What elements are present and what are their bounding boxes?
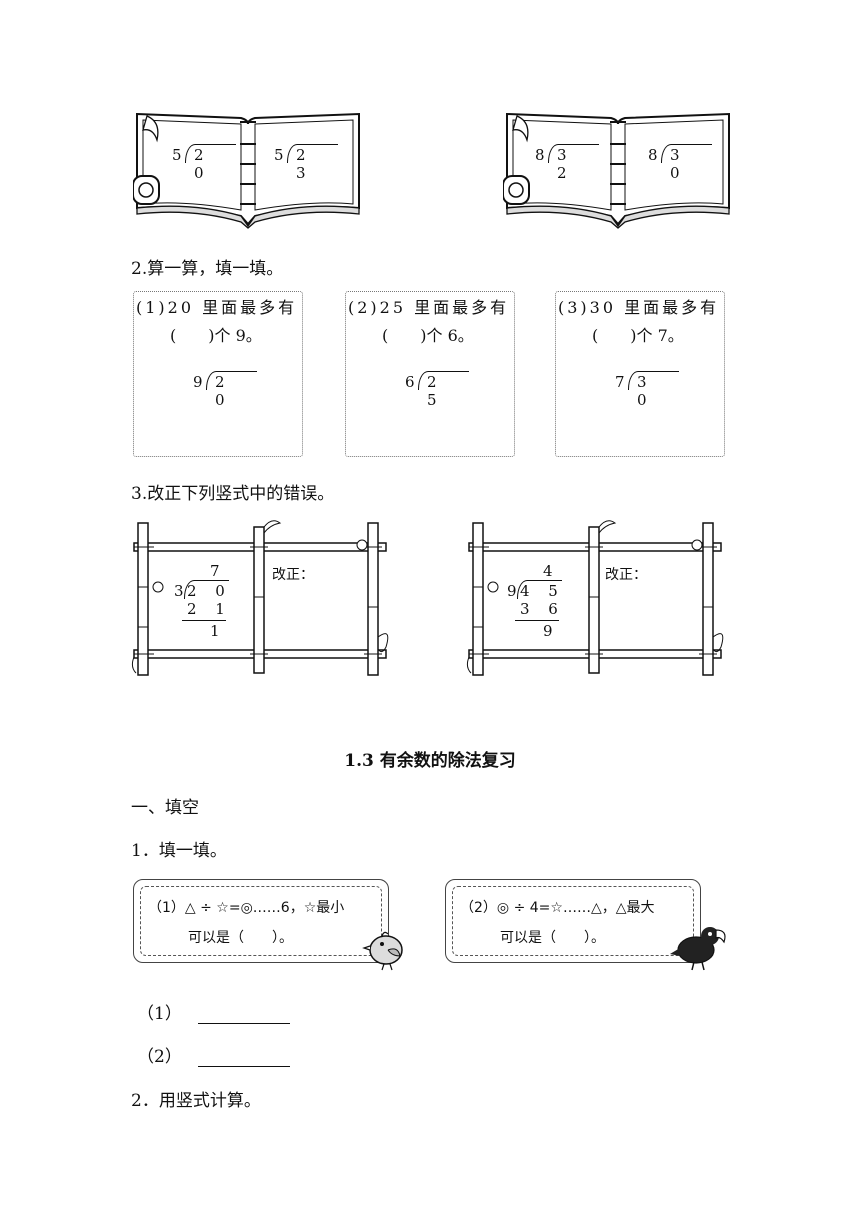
review-heading: 1.3 有余数的除法复习 (344, 751, 516, 771)
answer-line-1: （1） (137, 999, 290, 1024)
question-1-title: 1．填一填。 (131, 841, 227, 861)
section-2-title: 2.算一算，填一填。 (131, 259, 284, 279)
notebook-icon (503, 112, 730, 229)
bamboo-frame-1: 7 3 2 0 2 1 1 改正： (130, 517, 392, 677)
correct-label: 改正： (605, 567, 647, 583)
bamboo-frame-2: 4 9 4 5 3 6 9 改正： (465, 517, 727, 677)
answer-blank-2[interactable] (197, 1048, 290, 1067)
question-2-title: 2．用竖式计算。 (131, 1091, 261, 1111)
crow-icon (670, 927, 726, 971)
bamboo-frame-icon (466, 520, 724, 676)
question-card-1: （1）△ ÷ ☆=◎……6，☆最小 可以是（ ）。 (133, 879, 389, 963)
correct-label: 改正： (272, 567, 314, 583)
bamboo-frame-icon (131, 520, 389, 676)
chick-icon (362, 931, 403, 971)
answer-blank-1[interactable] (197, 1005, 290, 1024)
question-card-2: （2）◎ ÷ 4=☆……△，△最大 可以是（ ）。 (445, 879, 701, 963)
notebook-icon (133, 112, 360, 229)
section-3-title: 3.改正下列竖式中的错误。 (131, 484, 335, 504)
part-title: 一、填空 (131, 798, 199, 818)
answer-line-2: （2） (137, 1042, 290, 1067)
